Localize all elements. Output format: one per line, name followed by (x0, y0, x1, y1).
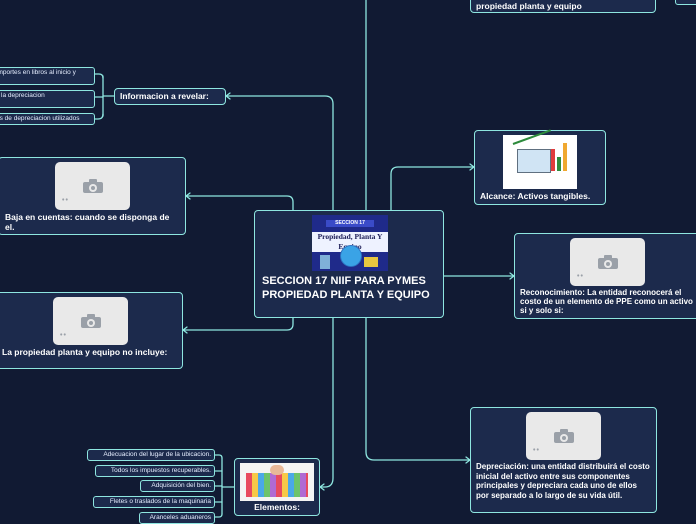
laptop-icon (517, 149, 551, 173)
reconocimiento-label: Reconocimiento: La entidad reconocerá el… (520, 288, 693, 315)
baja-label: Baja en cuentas: cuando se disponga de e… (5, 212, 170, 232)
depreciacion-image-placeholder: •• (526, 412, 601, 460)
elementos-item-5[interactable]: Aranceles aduaneros (139, 512, 215, 524)
informacion-item-1[interactable]: importes en libros al inicio y (0, 67, 95, 85)
central-node[interactable]: SECCION 17 Propiedad, Planta Y Equipo SE… (254, 210, 444, 318)
depreciacion-node[interactable]: •• Depreciación: una entidad distribuirá… (470, 407, 657, 513)
no-incluye-node[interactable]: •• La propiedad planta y equipo no inclu… (0, 292, 183, 369)
baja-node[interactable]: •• Baja en cuentas: cuando se disponga d… (0, 157, 186, 235)
central-image: SECCION 17 Propiedad, Planta Y Equipo (312, 215, 388, 271)
reconocimiento-node[interactable]: •• Reconocimiento: La entidad reconocerá… (514, 233, 696, 319)
informacion-label: Informacion a revelar: (120, 91, 209, 101)
central-image-banner: SECCION 17 (326, 220, 374, 227)
camera-icon (553, 429, 574, 443)
informacion-item-2[interactable]: y la depreciacion (0, 90, 95, 108)
reconocimiento-image-placeholder: •• (570, 238, 645, 286)
elementos-item-3[interactable]: Adquisición del bien. (140, 480, 215, 492)
top-right-node[interactable]: propiedad planta y equipo (470, 0, 656, 13)
central-title: SECCION 17 NIIF PARA PYMES PROPIEDAD PLA… (262, 275, 430, 301)
chart-bars-icon (551, 149, 555, 171)
money-icon (364, 257, 378, 267)
alcance-label: Alcance: Activos tangibles. (480, 191, 591, 201)
globe-icon (340, 245, 362, 267)
depreciacion-label: Depreciación: una entidad distribuirá el… (476, 462, 650, 500)
building-icon (320, 255, 330, 269)
elementos-image (240, 463, 314, 501)
hand-icon (270, 465, 284, 475)
chart-bar-icon (557, 157, 561, 171)
camera-icon (597, 255, 618, 269)
alcance-image (503, 129, 577, 189)
elementos-item-1[interactable]: Adecuacion del lugar de la ubicacion. (87, 449, 215, 461)
no-incluye-image-placeholder: •• (53, 297, 128, 345)
elementos-item-2[interactable]: Todos los impuestos recuperables. (95, 465, 215, 477)
chart-bar-icon (563, 143, 567, 171)
camera-icon (80, 314, 101, 328)
elementos-label: Elementos: (254, 502, 300, 512)
camera-icon (82, 179, 103, 193)
baja-image-placeholder: •• (55, 162, 130, 210)
informacion-item-3[interactable]: os de depreciacion utilizados (0, 113, 95, 125)
top-right-node-label: propiedad planta y equipo (476, 1, 582, 11)
arrow-up-icon (512, 129, 551, 145)
stacked-blocks-icon (246, 473, 308, 497)
no-incluye-label: La propiedad planta y equipo no incluye: (2, 347, 168, 357)
elementos-node[interactable]: Elementos: (234, 458, 320, 516)
top-right-edge-fragment (675, 0, 696, 5)
informacion-node[interactable]: Informacion a revelar: (114, 88, 226, 105)
alcance-node[interactable]: Alcance: Activos tangibles. (474, 129, 606, 205)
elementos-item-4[interactable]: Fletes o traslados de la maquinaria (93, 496, 215, 508)
